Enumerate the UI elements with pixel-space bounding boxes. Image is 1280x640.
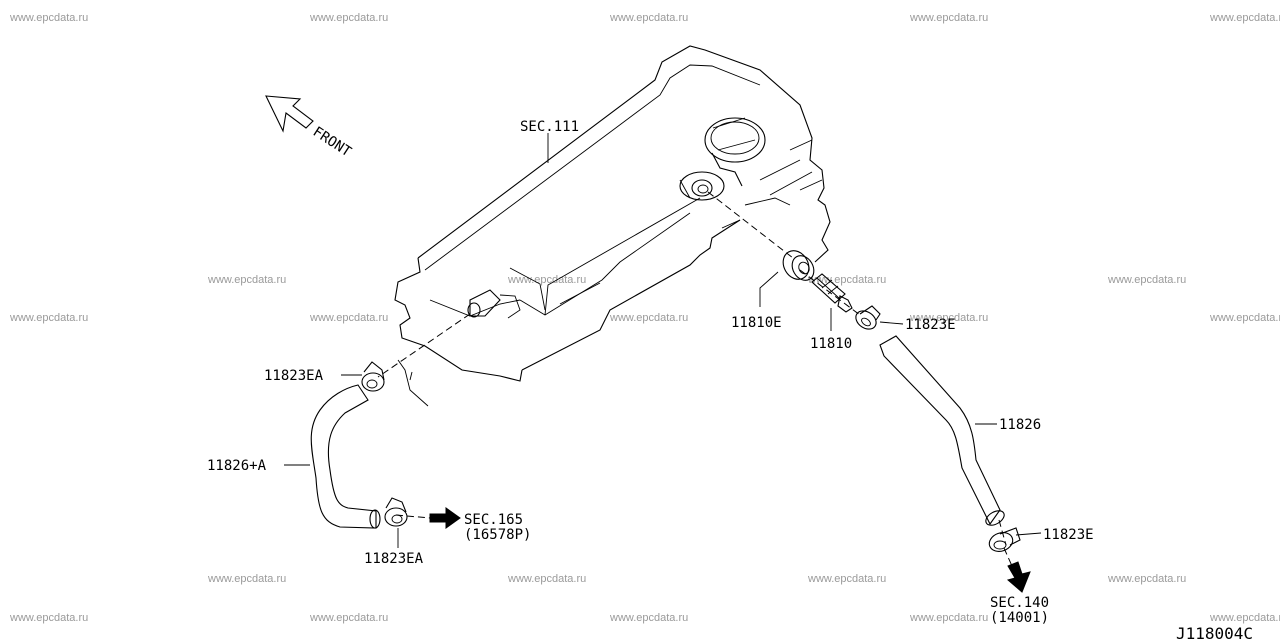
watermark: www.epcdata.ru: [309, 312, 388, 324]
hose-11826a-drawing: [310, 384, 381, 529]
front-label: FRONT: [310, 124, 355, 161]
callout-11823ea-top[interactable]: 11823EA: [264, 368, 324, 384]
watermark: www.epcdata.ru: [909, 312, 988, 324]
watermark-layer: www.epcdata.ru www.epcdata.ru www.epcdat…: [9, 12, 1280, 624]
clamp-11823e-top-drawing: [855, 305, 881, 330]
callout-11823ea-bottom[interactable]: 11823EA: [364, 551, 424, 567]
watermark: www.epcdata.ru: [309, 12, 388, 24]
callout-sec165[interactable]: SEC.165: [464, 512, 523, 528]
callout-11826a[interactable]: 11826+A: [207, 458, 267, 474]
callout-11823e-top[interactable]: 11823E: [905, 317, 956, 333]
watermark: www.epcdata.ru: [807, 573, 886, 585]
watermark: www.epcdata.ru: [1107, 274, 1186, 286]
sec140-flow-arrow-icon: [1006, 561, 1031, 593]
pcv-valve-11810-drawing: [811, 273, 853, 313]
clamp-11823ea-bottom-drawing: [384, 497, 408, 527]
leader-lines: [284, 133, 1042, 548]
watermark: www.epcdata.ru: [1107, 573, 1186, 585]
watermark: www.epcdata.ru: [207, 573, 286, 585]
watermark: www.epcdata.ru: [207, 274, 286, 286]
hose-11826-drawing: [879, 335, 1005, 526]
watermark: www.epcdata.ru: [609, 12, 688, 24]
callout-11826[interactable]: 11826: [999, 417, 1041, 433]
callout-labels: SEC.111 11810E 11810 11823E 11823EA 1182…: [207, 119, 1253, 640]
watermark: www.epcdata.ru: [507, 573, 586, 585]
clamp-11823ea-top-drawing: [361, 361, 385, 392]
front-arrow-icon: [265, 95, 314, 133]
watermark: www.epcdata.ru: [9, 612, 88, 624]
watermark: www.epcdata.ru: [507, 274, 586, 286]
callout-11823e-bottom[interactable]: 11823E: [1043, 527, 1094, 543]
front-direction-indicator: FRONT: [265, 95, 355, 161]
grommet-11810e-drawing: [782, 250, 815, 281]
watermark: www.epcdata.ru: [909, 612, 988, 624]
watermark: www.epcdata.ru: [807, 274, 886, 286]
callout-sec111[interactable]: SEC.111: [520, 119, 579, 135]
watermark: www.epcdata.ru: [909, 12, 988, 24]
clamp-11823e-bottom-drawing: [988, 527, 1021, 552]
callout-sec140[interactable]: SEC.140: [990, 595, 1049, 611]
watermark: www.epcdata.ru: [609, 312, 688, 324]
watermark: www.epcdata.ru: [9, 312, 88, 324]
callout-sec165-ref: (16578P): [464, 527, 531, 543]
diagram-code: J118004C: [1176, 624, 1253, 640]
watermark: www.epcdata.ru: [1209, 12, 1280, 24]
callout-11810e[interactable]: 11810E: [731, 315, 782, 331]
watermark: www.epcdata.ru: [1209, 312, 1280, 324]
watermark: www.epcdata.ru: [9, 12, 88, 24]
callout-sec140-ref: (14001): [990, 610, 1049, 626]
watermark: www.epcdata.ru: [609, 612, 688, 624]
callout-11810[interactable]: 11810: [810, 336, 852, 352]
rocker-cover-drawing: [394, 45, 831, 407]
sec165-flow-arrow-icon: [429, 507, 461, 529]
watermark: www.epcdata.ru: [309, 612, 388, 624]
watermark: www.epcdata.ru: [1209, 612, 1280, 624]
